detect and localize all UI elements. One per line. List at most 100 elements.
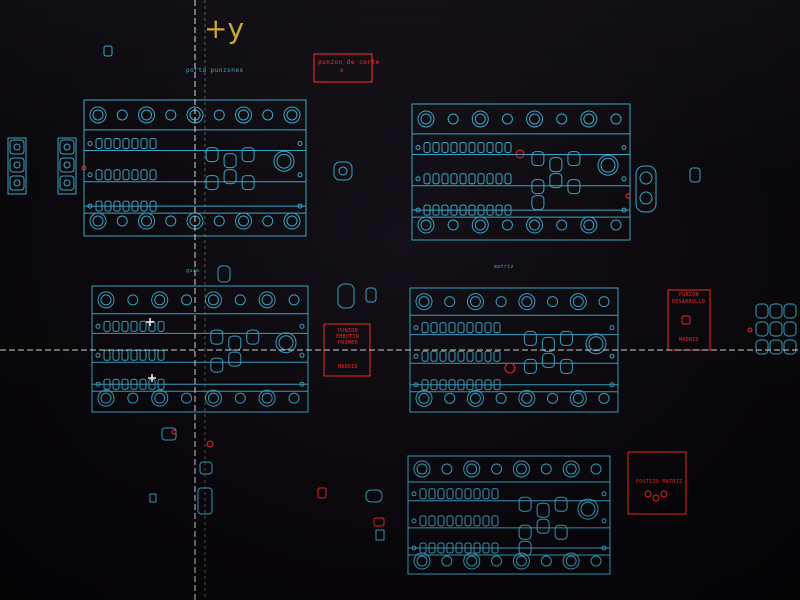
pocket (459, 173, 467, 185)
pocket (121, 320, 129, 332)
insert-grid-part (769, 339, 783, 355)
pocket (468, 142, 476, 154)
punch-shape (518, 496, 532, 512)
pilot-hole (299, 352, 305, 358)
pocket (459, 142, 467, 154)
pocket (103, 320, 111, 332)
plate-hole (154, 294, 166, 306)
pocket (482, 515, 490, 527)
plate-hole (610, 113, 622, 125)
pocket (112, 378, 120, 390)
pocket (131, 169, 139, 181)
punch-shape (205, 175, 219, 191)
pocket (448, 379, 456, 391)
pilot-hole (299, 381, 305, 387)
pocket (113, 169, 121, 181)
red-box-label-punzon-corte-mark: x (340, 67, 345, 74)
pocket (504, 173, 512, 185)
plate-hole (238, 215, 249, 227)
punch-shape (531, 151, 545, 167)
pocket (486, 142, 494, 154)
plate-hole (474, 113, 486, 125)
punch-shape (554, 524, 568, 540)
red-box-label-punzon-embutir-2: EMBUTIR (336, 334, 360, 340)
pocket (455, 542, 463, 554)
pocket (464, 542, 472, 554)
pocket (446, 488, 454, 500)
pilot-hole (415, 176, 421, 182)
pocket (419, 488, 427, 500)
plate-hole (100, 294, 112, 306)
red-box-part (681, 315, 691, 325)
plate-hole (583, 113, 595, 125)
plate-hole (213, 215, 225, 227)
plate-hole-ring (512, 552, 530, 570)
pocket (113, 200, 121, 212)
plate-hole-ring (417, 110, 435, 128)
plate-guia (91, 285, 309, 413)
pocket (495, 173, 503, 185)
plate-hole (441, 555, 453, 567)
red-marker (515, 149, 525, 159)
red-box-punzon-corte (313, 53, 373, 83)
plate-hole (447, 113, 459, 125)
pocket (448, 322, 456, 334)
pocket (130, 320, 138, 332)
punch-shape (523, 330, 537, 346)
plate-hole-ring (151, 291, 169, 309)
guide-bushing (276, 153, 292, 169)
pocket (484, 322, 492, 334)
punch-shape (241, 147, 255, 163)
insert-part (59, 157, 75, 173)
punch-shape (531, 179, 545, 195)
pocket (482, 542, 490, 554)
plate-hole (495, 392, 507, 404)
plate-hole (529, 113, 541, 125)
red-parts-layer (81, 53, 753, 527)
pocket (421, 322, 429, 334)
pilot-hole (299, 323, 305, 329)
red-dot (171, 429, 177, 435)
insert-hole (13, 143, 21, 151)
pilot-hole (601, 518, 607, 524)
plate-hole (181, 294, 193, 306)
pocket (428, 542, 436, 554)
punch-shape (228, 351, 242, 367)
pocket (95, 169, 103, 181)
plate-hole (469, 392, 481, 404)
pocket (482, 488, 490, 500)
plate-hole (501, 219, 513, 231)
red-box-label-punzon-embutir-1: PUNZON (338, 328, 358, 334)
pilot-hole (87, 141, 93, 147)
small-parts-layer (7, 45, 797, 541)
pocket (475, 350, 483, 362)
guide-bushing (580, 501, 596, 517)
plate-hole-ring (138, 212, 155, 230)
pocket (491, 515, 499, 527)
plate-hole-ring (89, 212, 107, 230)
pocket (423, 173, 431, 185)
plate-porta-punzones (83, 99, 307, 237)
plate-hole-ring (512, 460, 530, 478)
plate-hole (572, 392, 584, 404)
plate-hole (444, 392, 456, 404)
plate-hole (127, 294, 139, 306)
pocket (149, 200, 157, 212)
punch-shape (567, 179, 581, 195)
red-box-label-punzon-desarrollo-1: PUNZON (679, 292, 699, 298)
plate-hole (466, 555, 478, 567)
pilot-hole (297, 203, 303, 209)
pocket (466, 322, 474, 334)
plate-bottom (407, 455, 611, 575)
pocket (493, 322, 501, 334)
pocket (122, 200, 130, 212)
plate-hole (420, 219, 432, 231)
plate-hole-ring (518, 389, 536, 407)
insert-grid-part (755, 303, 769, 319)
small-part (365, 287, 377, 303)
plate-hole (286, 109, 298, 121)
pocket (430, 322, 438, 334)
plate-hole-ring (258, 291, 276, 309)
